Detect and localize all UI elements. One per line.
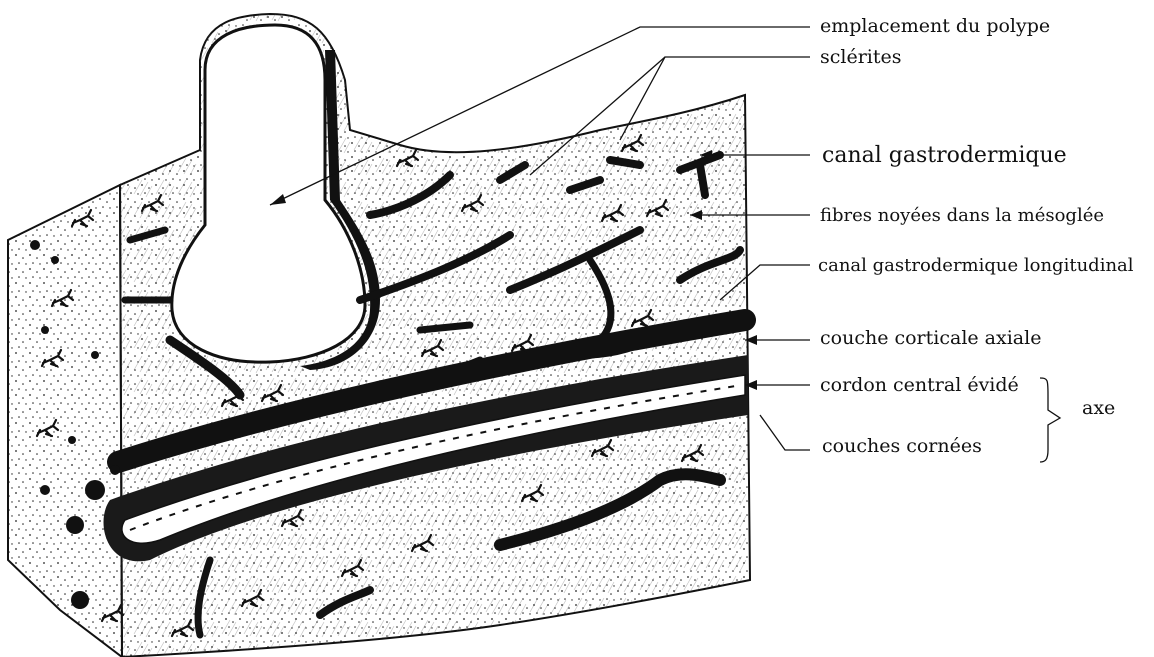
front-face: [8, 185, 122, 657]
coral-block: [8, 14, 750, 657]
label-polyp-site: emplacement du polype: [820, 15, 1050, 37]
label-axis: axe: [1082, 397, 1115, 419]
label-horny-layers: couches cornées: [822, 435, 982, 457]
label-gastrodermal-canal: canal gastrodermique: [822, 143, 1067, 168]
label-cortical-layer: couche corticale axiale: [820, 327, 1041, 349]
label-fibres: fibres noyées dans la mésoglée: [820, 205, 1104, 226]
label-central-cord: cordon central évidé: [820, 374, 1019, 396]
label-sclerites: sclérites: [820, 46, 902, 68]
labels: emplacement du polype sclérites canal ga…: [818, 15, 1134, 457]
label-longitudinal-canal: canal gastrodermique longitudinal: [818, 255, 1134, 276]
